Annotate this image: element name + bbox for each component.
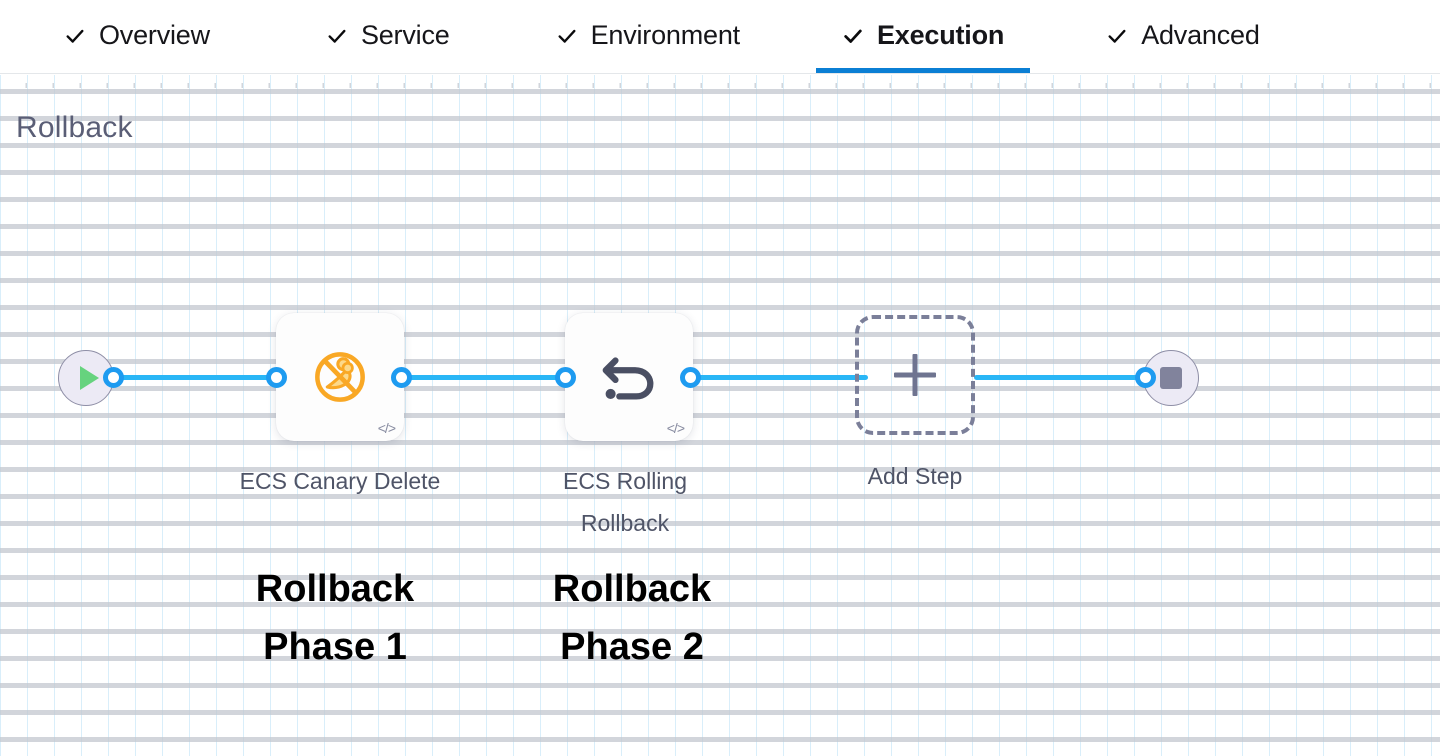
rollback-flow-graph: </> ECS Canary Delete </> ECS Rolling Ro… — [0, 75, 1440, 756]
pipeline-canvas[interactable]: Rollback </> ECS Canary Delete — [0, 75, 1440, 756]
port-end-input[interactable] — [1135, 367, 1156, 388]
page-title: Rollback — [16, 111, 133, 144]
tab-service[interactable]: Service — [300, 0, 476, 72]
port-step2-input[interactable] — [555, 367, 576, 388]
tab-environment[interactable]: Environment — [530, 0, 766, 72]
tab-execution-label: Execution — [876, 19, 1005, 50]
check-icon — [558, 29, 576, 43]
edge-addstep-to-end[interactable] — [974, 375, 1146, 380]
edge-start-to-step1[interactable] — [112, 375, 284, 380]
check-icon — [66, 29, 84, 43]
edge-step1-to-step2[interactable] — [400, 375, 572, 380]
port-step1-output[interactable] — [391, 367, 412, 388]
code-badge-icon: </> — [666, 420, 685, 436]
add-step-button[interactable] — [855, 315, 975, 435]
tab-environment-label: Environment — [590, 19, 741, 50]
port-start-output[interactable] — [103, 367, 124, 388]
check-icon — [844, 29, 862, 43]
tab-execution[interactable]: Execution — [815, 0, 1031, 73]
step-node-ecs-rolling-rollback[interactable]: </> — [565, 313, 693, 441]
active-tab-indicator — [815, 68, 1031, 73]
code-badge-icon: </> — [377, 420, 396, 436]
port-step2-output[interactable] — [680, 367, 701, 388]
check-icon — [1108, 29, 1126, 43]
tab-overview-label: Overview — [99, 19, 210, 50]
add-step-label: Add Step — [867, 463, 963, 489]
tab-list: Overview Service Environment Execution — [0, 0, 1440, 73]
annotation-rollback-phase-1: Rollback Phase 1 — [255, 568, 415, 668]
plus-icon-vertical — [912, 354, 918, 396]
wizard-tab-bar: Overview Service Environment Execution — [0, 0, 1440, 74]
tab-overview[interactable]: Overview — [38, 0, 236, 72]
step-node-label-1: ECS Canary Delete — [239, 468, 441, 494]
port-step1-input[interactable] — [266, 367, 287, 388]
check-icon — [328, 29, 346, 43]
play-icon — [79, 366, 99, 390]
tab-advanced[interactable]: Advanced — [1080, 0, 1286, 72]
stop-icon — [1160, 367, 1182, 389]
step-node-label-2: ECS Rolling Rollback — [563, 468, 687, 536]
edge-step2-to-addstep[interactable] — [688, 375, 868, 380]
step-node-ecs-canary-delete[interactable]: </> — [276, 313, 404, 441]
tab-advanced-label: Advanced — [1141, 19, 1260, 50]
tab-service-label: Service — [360, 19, 450, 50]
annotation-rollback-phase-2: Rollback Phase 2 — [552, 568, 712, 668]
